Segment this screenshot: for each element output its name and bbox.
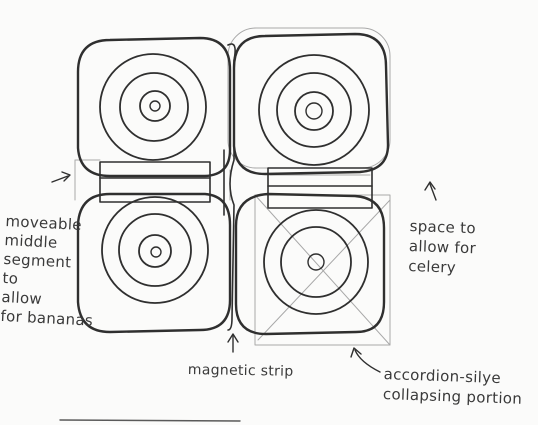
container-bottom-left [78,194,230,332]
arrow-accordion [351,348,380,372]
label-space-for-celery: space to allow for celery [408,216,477,278]
container-top-right [234,34,388,174]
moveable-middle-segment [100,162,210,202]
container-top-left [78,38,230,176]
label-magnetic-strip: magnetic strip [188,362,294,381]
label-accordion-portion: accordion-silye collapsing portion [383,364,524,409]
label-moveable-middle-segment: moveable middle segment to allow for ban… [0,212,98,331]
arrow-magnetic-strip [228,334,238,352]
stray-stroke [60,420,240,421]
arrow-celery-space [425,182,436,200]
arrow-moveable-segment [52,172,70,182]
